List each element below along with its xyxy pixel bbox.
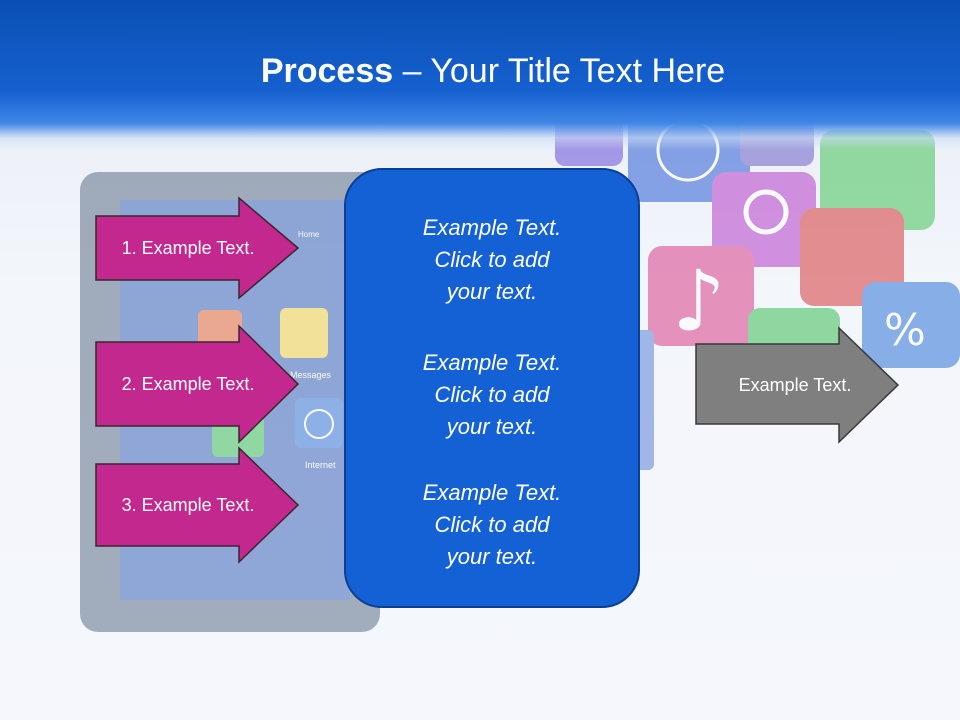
settings-app-icon	[198, 310, 242, 350]
block-3-line-1: Example Text.	[422, 480, 562, 505]
step-2-label: 2. Example Text.	[121, 373, 255, 394]
internet-app-label: Internet	[305, 460, 336, 470]
block-1-line-3: your text.	[446, 279, 538, 304]
signal-app-icon	[820, 130, 935, 230]
percent-glyph: %	[884, 305, 926, 356]
music-app-icon	[648, 246, 754, 346]
step-1-label: 1. Example Text.	[121, 237, 255, 258]
arrow-shape	[95, 196, 300, 300]
center-text-block-1[interactable]: Example Text. Click to add your text.	[344, 212, 640, 308]
lock-app-icon	[800, 208, 904, 306]
arrow-shape	[695, 326, 900, 444]
title-bold-part: Process	[260, 52, 394, 90]
center-text-box[interactable]	[344, 168, 640, 608]
center-text-block-2[interactable]: Example Text. Click to add your text.	[344, 347, 640, 443]
block-3-line-3: your text.	[446, 544, 538, 569]
internet-app-icon	[295, 398, 343, 448]
block-2-line-2: Click to add	[434, 382, 550, 407]
process-step-arrow-3[interactable]: 3. Example Text.	[95, 446, 301, 564]
percent-app-icon	[862, 282, 960, 368]
block-2-line-3: your text.	[446, 414, 538, 439]
process-step-arrow-2[interactable]: 2. Example Text.	[95, 324, 301, 444]
title-text: Your Title Text Here	[430, 52, 726, 90]
home-app-label: Home	[298, 230, 320, 239]
arrow-shape	[95, 446, 300, 564]
center-text-block-3[interactable]: Example Text. Click to add your text.	[344, 477, 640, 573]
block-1-line-1: Example Text.	[422, 215, 562, 240]
music-note-glyph: ♪	[672, 252, 726, 350]
block-2-line-1: Example Text.	[422, 350, 562, 375]
title-bar	[0, 0, 960, 150]
result-arrow[interactable]: Example Text.	[695, 326, 901, 444]
search-app-icon	[712, 172, 816, 267]
process-step-arrow-1[interactable]: 1. Example Text.	[95, 196, 301, 300]
step-3-label: 3. Example Text.	[121, 494, 255, 515]
slide-title: Process – Your Title Text Here	[0, 52, 960, 91]
block-3-line-2: Click to add	[434, 512, 550, 537]
messages-app-icon	[280, 308, 328, 358]
title-dash: –	[393, 52, 431, 90]
block-1-line-2: Click to add	[434, 247, 550, 272]
result-label: Example Text.	[738, 374, 852, 395]
messages-app-label: Messages	[290, 370, 332, 380]
arrow-shape	[95, 324, 300, 444]
